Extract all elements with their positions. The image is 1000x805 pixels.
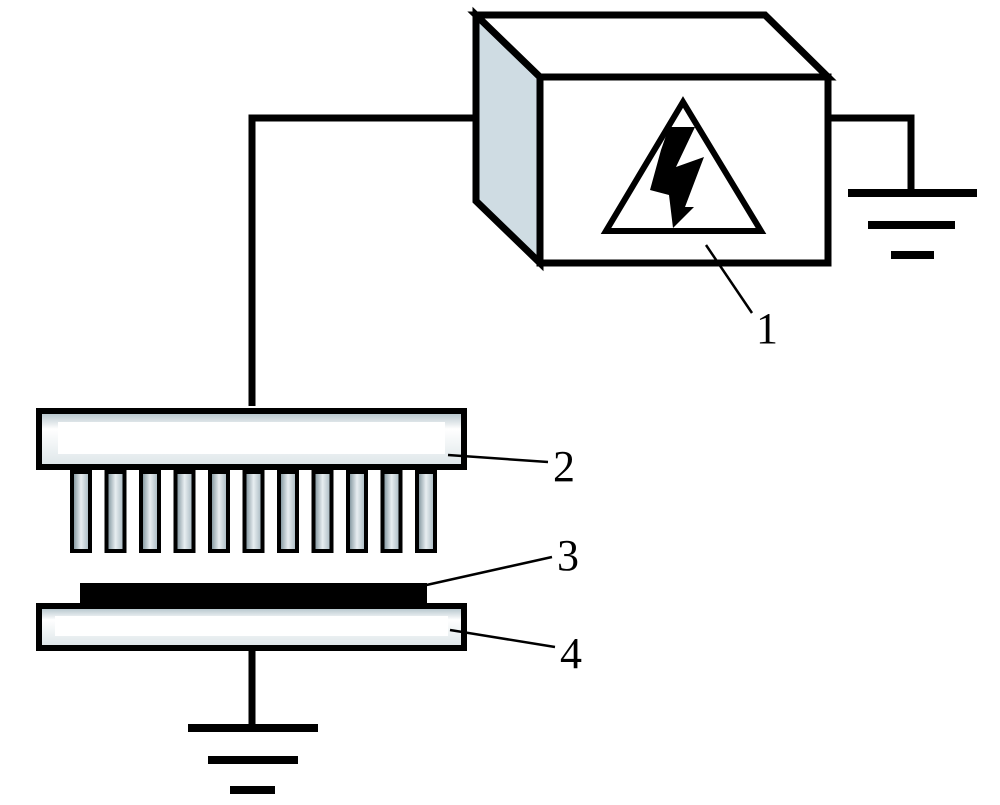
needle-array — [70, 470, 437, 553]
needle — [104, 470, 127, 553]
needle — [415, 470, 437, 553]
label-power-supply: 1 — [756, 304, 778, 353]
needle — [208, 470, 230, 553]
ground-electrode — [36, 603, 467, 651]
box-top-face — [467, 11, 837, 81]
leader-line-2 — [447, 453, 549, 464]
needle — [346, 470, 368, 553]
label-ground-electrode: 4 — [560, 629, 582, 678]
needle — [311, 470, 334, 553]
needle — [70, 470, 92, 553]
label-needle-electrode: 2 — [553, 442, 575, 491]
needle — [380, 470, 403, 553]
lightning-bolt-icon — [650, 127, 704, 228]
ground-symbol-supply — [848, 189, 977, 259]
leader-line-3 — [421, 555, 553, 588]
wires — [248, 114, 915, 728]
ground-symbol-plate — [188, 724, 318, 794]
wire-supply-to-ground — [828, 114, 915, 196]
wire-supply-to-needle-electrode — [248, 114, 478, 406]
needle-electrode — [36, 408, 467, 553]
needle — [139, 470, 161, 553]
needle — [173, 470, 196, 553]
sample-film — [80, 583, 427, 603]
needle — [242, 470, 265, 553]
leader-line-1 — [704, 244, 754, 314]
leader-line-4 — [449, 628, 556, 649]
high-voltage-power-supply — [467, 6, 837, 272]
label-sample: 3 — [557, 531, 579, 580]
needle — [277, 470, 299, 553]
